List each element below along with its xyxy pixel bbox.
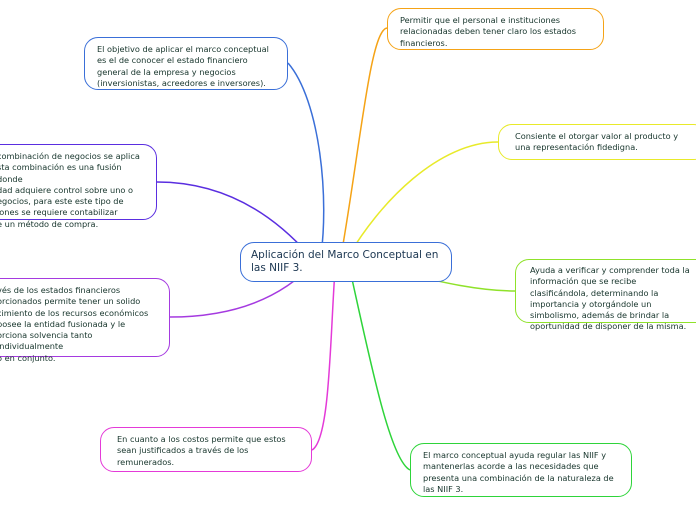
topic-financial-statements[interactable]: vés de los estados financieros orcionado… bbox=[0, 278, 170, 363]
topic-verify[interactable]: Ayuda a verificar y comprender toda la i… bbox=[515, 259, 696, 331]
topic-costs[interactable]: En cuanto a los costos permite que estos… bbox=[100, 427, 312, 472]
link-magenta bbox=[311, 269, 336, 451]
topic-objective[interactable]: El objetivo de aplicar el marco conceptu… bbox=[84, 37, 288, 90]
link-orange bbox=[339, 27, 388, 263]
link-green bbox=[349, 269, 411, 471]
topic-business-combination[interactable]: combinación de negocios se aplica sta co… bbox=[0, 144, 157, 229]
topic-regulate[interactable]: El marco conceptual ayuda regular las NI… bbox=[410, 443, 632, 497]
topic-personnel[interactable]: Permitir que el personal e instituciones… bbox=[387, 8, 604, 50]
link-blue bbox=[287, 62, 325, 263]
topic-value[interactable]: Consiente el otorgar valor al producto y… bbox=[498, 124, 696, 160]
link-yellow bbox=[344, 141, 499, 263]
central-topic[interactable]: Aplicación del Marco Conceptual en las N… bbox=[240, 242, 452, 282]
